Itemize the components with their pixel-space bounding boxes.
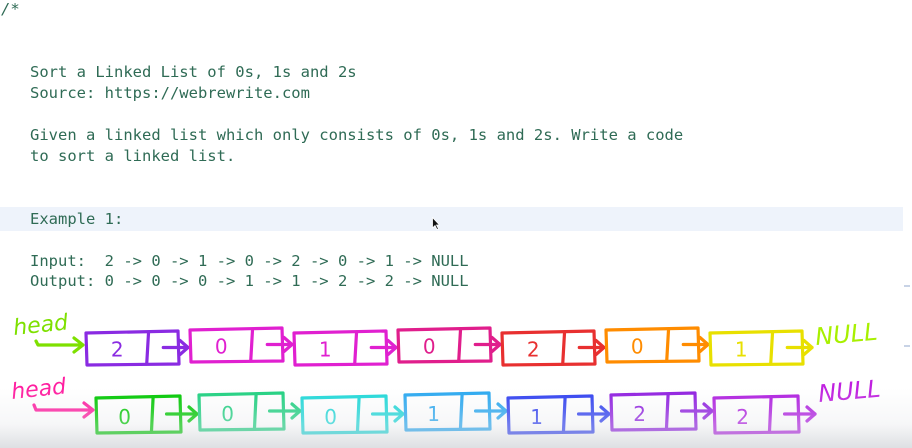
top-list-node-value: 0 [631,335,644,359]
bottom-list-node-divider [767,395,773,434]
bottom-list-node-divider [355,395,361,434]
top-list-node-value: 0 [423,335,436,359]
bottom-list-head-arrow [32,403,94,412]
current-line-highlight [0,207,903,231]
bottom-list-next-arrowhead [599,405,611,423]
top-list-node-divider [561,330,567,366]
top-list-node-box [604,326,701,364]
mouse-pointer-icon [432,217,440,230]
top-list-node-box [292,329,389,367]
comment-open-marker: /* [1,0,20,18]
bottom-list-node-divider [149,395,155,434]
top-list-next-arrowhead [490,335,502,354]
bottom-list-node-value: 1 [530,405,543,429]
top-list-node-value: 1 [735,338,748,362]
bottom-list-node-divider [252,392,258,431]
bottom-list-head-arrowhead [82,401,95,419]
top-list-node-divider [665,327,671,363]
scroll-marker [904,285,910,287]
code-line-description-1: Given a linked list which only consists … [30,126,684,144]
top-list-node-divider [769,330,775,366]
bottom-list-node-divider [664,392,670,431]
top-list-head-label: head [12,310,70,341]
bottom-list-node-box [712,394,801,435]
bottom-list-node-value: 2 [633,402,646,426]
top-list-node-value: 2 [527,338,540,362]
top-list-next-arrowhead [594,338,606,357]
bottom-list-next-arrowhead [290,402,302,420]
top-list-node-box [708,329,805,367]
code-line-title: Sort a Linked List of 0s, 1s and 2s [30,63,357,81]
scrollbar-markers[interactable] [903,0,912,448]
top-list-head-arrow [34,339,84,347]
bottom-list-head-label: head [10,374,68,405]
code-line-output: Output: 0 -> 0 -> 0 -> 1 -> 1 -> 2 -> 2 … [30,272,469,290]
bottom-list-node-box [506,394,595,435]
bottom-list-next-arrowhead [187,405,199,423]
top-list-next-arrowhead [698,335,710,354]
top-list-node-divider [145,330,151,366]
bottom-list-node-box [609,391,698,432]
bottom-list-next-arrowhead [702,402,714,420]
bottom-list-null-label: NULL [817,375,881,408]
bottom-list-node-value: 2 [736,405,749,429]
top-list-next-arrowhead [386,338,398,357]
top-list-node-value: 0 [215,335,228,359]
top-list-next-arrowhead [802,338,814,357]
bottom-list-node-box [197,391,286,432]
bottom-list-node-value: 0 [118,405,131,429]
scroll-marker [904,345,910,347]
bottom-list-node-value: 0 [324,405,337,429]
bottom-list-node-box [300,394,389,435]
top-list-node-box [396,326,493,364]
code-line-example-heading: Example 1: [30,210,124,228]
code-line-input: Input: 2 -> 0 -> 1 -> 0 -> 2 -> 0 -> 1 -… [30,252,469,270]
bottom-list-node-divider [561,395,567,434]
top-list-node-box [84,329,181,367]
bottom-fade [0,388,912,448]
bottom-list-node-box [403,391,492,432]
top-list-node-divider [249,327,255,363]
bottom-list-next-arrowhead [496,402,508,420]
top-list-node-box [500,329,597,367]
bottom-list-node-box [94,394,183,435]
bottom-list-next-arrowhead [393,405,405,423]
top-list-node-value: 2 [111,338,124,362]
bottom-list-node-value: 0 [221,402,234,426]
top-list-next-arrowhead [178,338,190,357]
bottom-list-node-value: 1 [427,402,440,426]
top-list-next-arrowhead [282,335,294,354]
top-list-null-label: NULL [814,318,878,351]
bottom-list-node-divider [458,392,464,431]
top-list-node-divider [457,327,463,363]
top-list-node-divider [353,330,359,366]
code-line-source: Source: https://webrewrite.com [30,84,310,102]
top-list-node-box [188,326,285,364]
top-list-head-arrowhead [72,336,85,354]
bottom-list-next-arrowhead [805,405,817,423]
code-line-description-2: to sort a linked list. [30,147,236,165]
top-list-node-value: 1 [319,338,332,362]
